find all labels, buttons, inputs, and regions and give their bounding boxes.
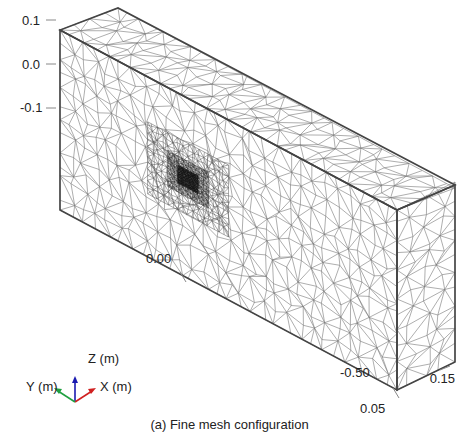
mesh-element xyxy=(148,122,229,237)
z-head xyxy=(72,376,78,383)
x-axis xyxy=(75,391,92,402)
box-outline xyxy=(60,8,455,390)
axis-label: Z (m) xyxy=(88,352,119,365)
tick-label: -0.50 xyxy=(340,366,370,379)
mesh-element xyxy=(60,8,455,210)
figure-caption: (a) Fine mesh configuration xyxy=(0,418,459,431)
mesh-lines xyxy=(60,8,455,390)
tick xyxy=(46,64,56,65)
tick xyxy=(46,20,56,21)
tick-label: 0.1 xyxy=(22,14,40,27)
tick xyxy=(46,108,56,109)
tick-label: 0.00 xyxy=(146,252,171,265)
x-head xyxy=(88,388,96,394)
z-axis xyxy=(74,380,76,402)
end-face xyxy=(397,185,455,390)
mesh-element xyxy=(168,151,209,209)
tick xyxy=(440,366,450,370)
tick xyxy=(393,388,399,398)
tick-label: 0.15 xyxy=(430,372,455,385)
mesh-element xyxy=(178,165,198,194)
tick-label: -0.1 xyxy=(20,101,42,114)
top-face xyxy=(60,8,455,210)
tick-label: 0.05 xyxy=(360,402,385,415)
y-axis xyxy=(58,391,75,402)
axis-label: X (m) xyxy=(100,380,132,393)
axis-label: Y (m) xyxy=(26,380,58,393)
mesh-element xyxy=(397,182,455,390)
tick-label: 0.0 xyxy=(22,58,40,71)
tick-marks xyxy=(46,20,450,398)
tick xyxy=(180,272,186,282)
axis-triad xyxy=(54,376,96,402)
front-face xyxy=(60,30,397,390)
mesh-element xyxy=(60,30,397,390)
